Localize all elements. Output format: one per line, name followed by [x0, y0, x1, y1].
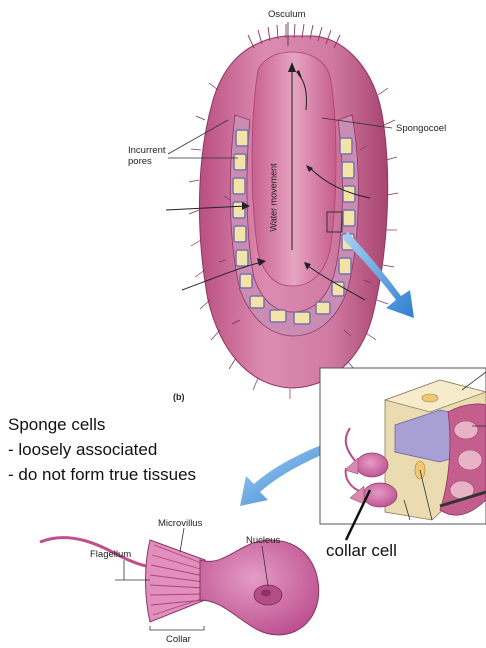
label-flagellum: Flagellum [90, 549, 131, 560]
sponge-cells-point-1: - loosely associated [8, 439, 157, 460]
tissue-detail-box [320, 368, 486, 524]
label-collar-cell: collar cell [326, 540, 397, 561]
sponge-cells-title: Sponge cells [8, 414, 105, 435]
label-incurrent-line1: Incurrent [128, 145, 166, 156]
label-water-movement: Water movement [269, 163, 280, 231]
sponge-cells-point-2: - do not form true tissues [8, 464, 196, 485]
label-panel-b: (b) [173, 392, 185, 403]
label-microvillus: Microvillus [158, 518, 202, 529]
sponge-body [189, 24, 398, 399]
label-incurrent-line2: pores [128, 156, 166, 167]
label-collar: Collar [166, 634, 191, 645]
label-osculum: Osculum [268, 9, 305, 20]
label-spongocoel: Spongocoel [396, 123, 446, 134]
label-nucleus: Nucleus [246, 535, 280, 546]
label-incurrent-pores: Incurrent pores [128, 145, 166, 167]
